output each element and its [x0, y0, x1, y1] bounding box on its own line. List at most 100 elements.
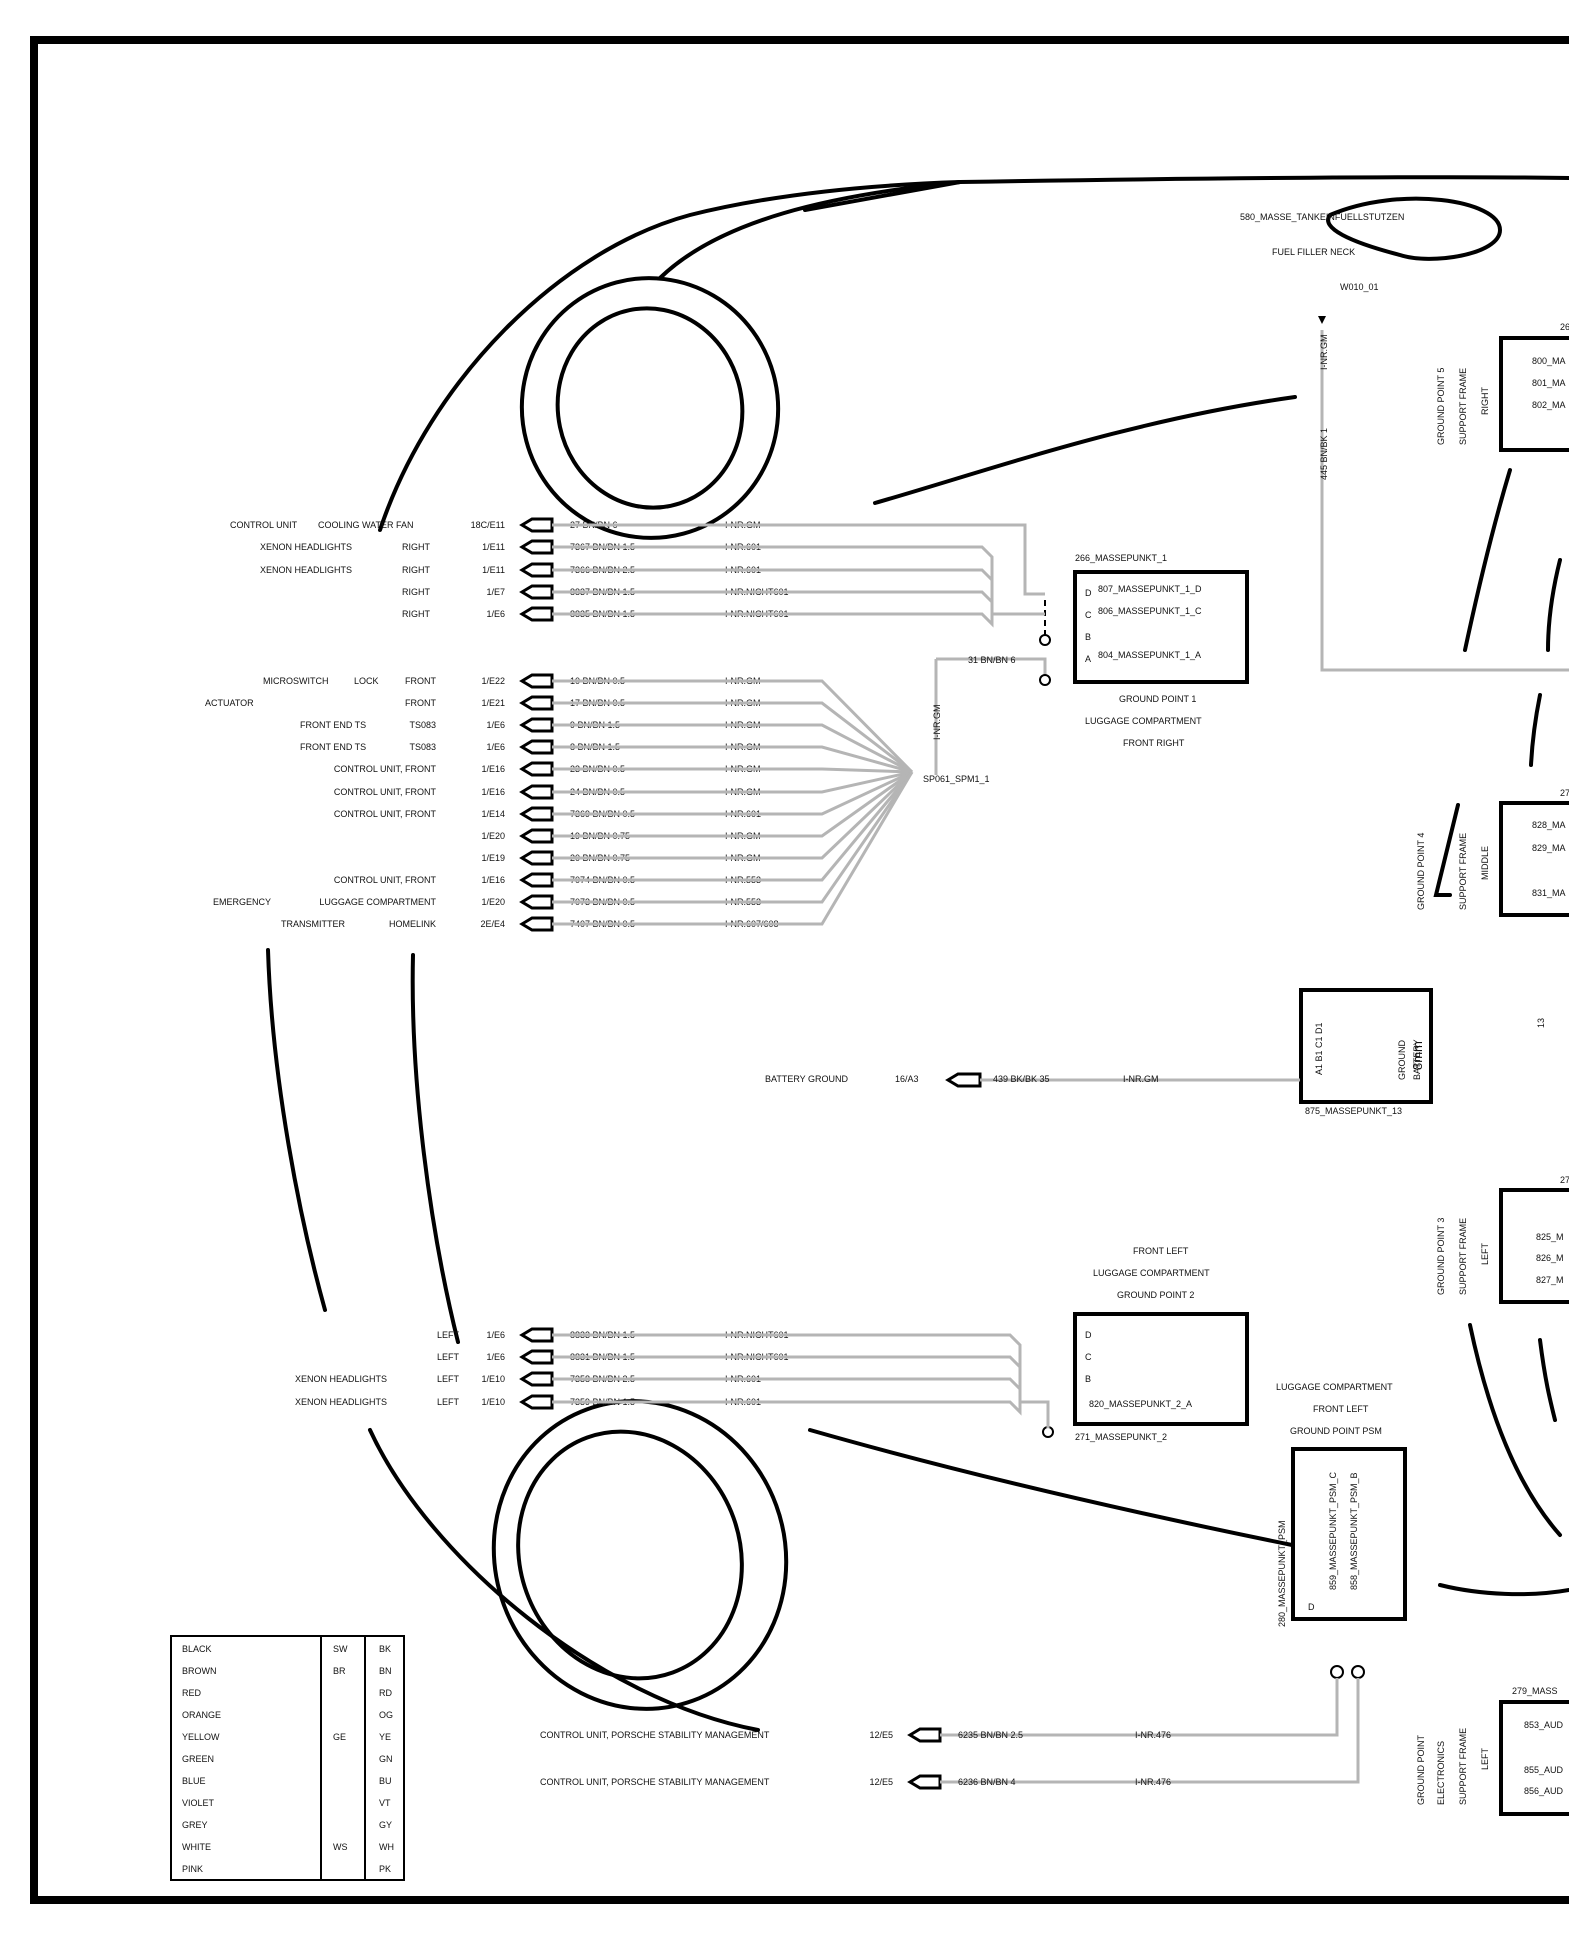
gpe-label-4: LEFT: [1480, 1747, 1490, 1770]
row-desc: RIGHT: [402, 542, 431, 552]
connector-icon: [519, 606, 554, 622]
gpe-pin: 856_AUD: [1524, 1786, 1564, 1796]
connector-icon: [519, 539, 554, 555]
row-conn: 1/E16: [481, 764, 505, 774]
row-desc: FRONT END TS: [300, 720, 366, 730]
legend-en-code: RD: [379, 1688, 392, 1698]
gp2-pin: 820_MASSEPUNKT_2_A: [1089, 1399, 1192, 1409]
gpe-label-3: SUPPORT FRAME: [1458, 1728, 1468, 1805]
row-conn: 1/E16: [481, 787, 505, 797]
connector-icon: [907, 1727, 942, 1743]
ground-title: 580_MASSE_TANKEINFUELLSTUTZEN: [1240, 212, 1404, 222]
legend-color: PINK: [182, 1864, 203, 1874]
battery-title: 875_MASSEPUNKT_13: [1305, 1106, 1402, 1116]
row-desc: TS083: [409, 720, 436, 730]
connector-icon: [519, 695, 554, 711]
row-desc: TRANSMITTER: [281, 919, 345, 929]
gp3-pin: 826_M: [1536, 1253, 1564, 1263]
gpe-label-1: GROUND POINT: [1416, 1734, 1426, 1805]
gp1-label: FRONT RIGHT: [1123, 738, 1185, 748]
gp4-label-1: GROUND POINT 4: [1416, 833, 1426, 910]
row-desc: LOCK: [354, 676, 379, 686]
legend-color: BLUE: [182, 1776, 206, 1786]
battery-size: 8mm: [1410, 1041, 1425, 1070]
connector-icon: [519, 894, 554, 910]
ground-point-psm: LUGGAGE COMPARTMENT FRONT LEFT GROUND PO…: [950, 1382, 1407, 1784]
row-desc: CONTROL UNIT, FRONT: [334, 875, 437, 885]
gp5-pin: 801_MA: [1532, 378, 1566, 388]
row-desc: LUGGAGE COMPARTMENT: [319, 897, 436, 907]
connector-icon: [519, 739, 554, 755]
gp4-pin: 831_MA: [1532, 888, 1566, 898]
legend-color: BROWN: [182, 1666, 217, 1676]
battery-row-desc: BATTERY GROUND: [765, 1074, 849, 1084]
legend-en-code: BN: [379, 1666, 392, 1676]
ring-terminal-icon: [1042, 1426, 1054, 1438]
battery-row-conn: 16/A3: [895, 1074, 919, 1084]
row-desc: XENON HEADLIGHTS: [260, 542, 352, 552]
connector-icon: [519, 1394, 554, 1410]
ring-terminal-icon: [1330, 1665, 1344, 1679]
row-desc: RIGHT: [402, 565, 431, 575]
psm-pin-c: 859_MASSEPUNKT_PSM_C: [1328, 1471, 1338, 1590]
gp5-id: 26: [1560, 322, 1569, 332]
row-conn: 1/E6: [486, 1330, 505, 1340]
battery-row-inr: I-NR.GM: [1123, 1074, 1159, 1084]
connector-icon: [945, 1072, 982, 1088]
row-conn: 1/E14: [481, 809, 505, 819]
row-conn: 1/E10: [481, 1374, 505, 1384]
psm-label: GROUND POINT PSM: [1290, 1426, 1382, 1436]
battery-num: 13: [1536, 1018, 1546, 1028]
battery-label-1: GROUND: [1397, 1040, 1407, 1080]
gp5-label-2: SUPPORT FRAME: [1458, 368, 1468, 445]
gp1-pin: 806_MASSEPUNKT_1_C: [1098, 606, 1202, 616]
gp3-pin: 827_M: [1536, 1275, 1564, 1285]
gp4-label-3: MIDDLE: [1480, 846, 1490, 880]
ground-point-3: 27 GROUND POINT 3 SUPPORT FRAME LEFT 825…: [1436, 1175, 1569, 1304]
connector-icon: [519, 1371, 554, 1387]
gp2-label: GROUND POINT 2: [1117, 1290, 1194, 1300]
row-desc: CONTROL UNIT, FRONT: [334, 809, 437, 819]
row-conn: 1/E20: [481, 897, 505, 907]
legend-color: RED: [182, 1688, 202, 1698]
legend-en-code: OG: [379, 1710, 393, 1720]
row-conn: 1/E10: [481, 1397, 505, 1407]
psm-label: FRONT LEFT: [1313, 1404, 1369, 1414]
psm-side: 280_MASSEPUNKT_PSM: [1277, 1520, 1287, 1627]
row-conn: 1/E6: [486, 1352, 505, 1362]
ground-point-electronics: 279_MASS GROUND POINT ELECTRONICS SUPPOR…: [1416, 1686, 1569, 1816]
gp1-title: 266_MASSEPUNKT_1: [1075, 553, 1167, 563]
fuel-filler-ground: 580_MASSE_TANKEINFUELLSTUTZEN FUEL FILLE…: [1240, 212, 1569, 672]
row-desc: ACTUATOR: [205, 698, 254, 708]
connector-icon: [519, 916, 554, 932]
ground-point-1: 266_MASSEPUNKT_1 D C B A 807_MASSEPUNKT_…: [923, 553, 1249, 784]
connector-icon: [519, 761, 554, 777]
row-inr: I-NR.476: [1135, 1777, 1171, 1787]
gp2-label: FRONT LEFT: [1133, 1246, 1189, 1256]
row-desc: LEFT: [437, 1352, 460, 1362]
row-conn: 1/E6: [486, 720, 505, 730]
ground-point-2: FRONT LEFT LUGGAGE COMPARTMENT GROUND PO…: [1042, 1246, 1249, 1442]
legend-color: YELLOW: [182, 1732, 220, 1742]
wire-row: CONTROL UNIT, PORSCHE STABILITY MANAGEME…: [540, 1774, 1171, 1790]
legend-en-code: BK: [379, 1644, 391, 1654]
gp4-pin: 829_MA: [1532, 843, 1566, 853]
legend-color: VIOLET: [182, 1798, 215, 1808]
ground-inr: I-NR.GM: [1319, 335, 1329, 371]
ground-point-4: 27 GROUND POINT 4 SUPPORT FRAME MIDDLE 8…: [1416, 788, 1569, 917]
ring-terminal-icon: [1351, 1665, 1365, 1679]
